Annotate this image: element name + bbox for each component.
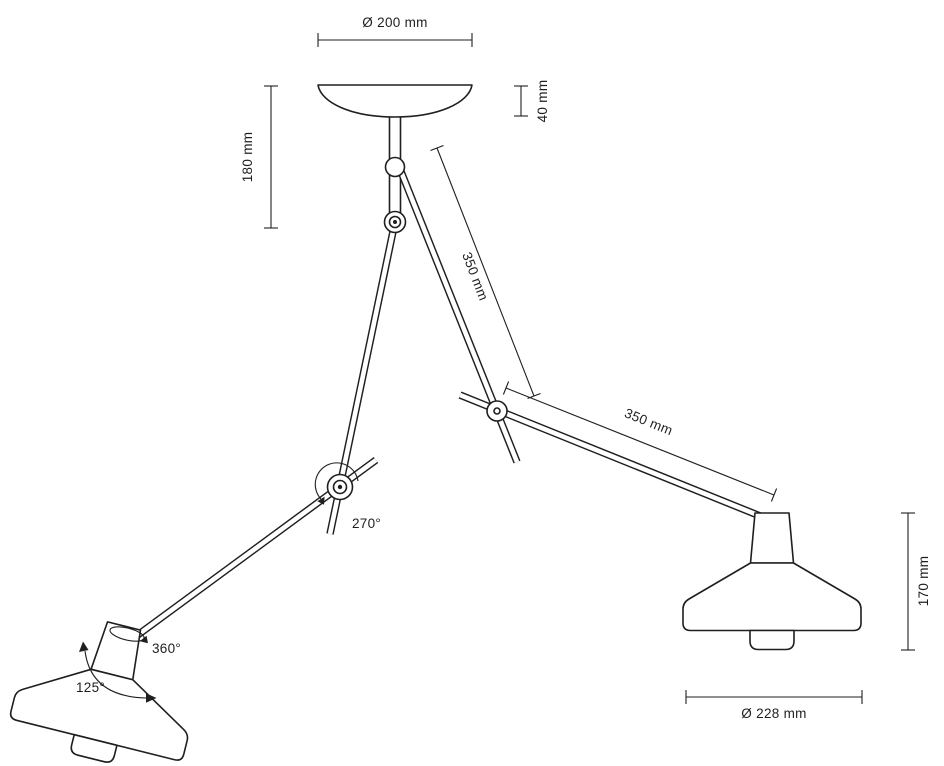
stem-lower (388, 171, 402, 217)
dim-tick (502, 381, 510, 395)
dim-label-lower-arm: 350 mm (622, 405, 675, 438)
left-lamp-head (3, 603, 212, 766)
tilt-125-label: 125° (76, 680, 105, 695)
tilt-125-arrowhead-up-icon (79, 641, 89, 652)
dim-stem-drop: 180 mm (240, 85, 278, 229)
dim-shade-diameter: Ø 228 mm (685, 690, 863, 721)
rotation-270-arrowhead-icon (317, 496, 325, 505)
dim-label-stem-drop: 180 mm (240, 132, 255, 183)
dim-tick (430, 144, 444, 152)
swivel-360-annotation: 360° (109, 626, 181, 656)
swivel-360-label: 360° (152, 641, 181, 656)
tilt-125-arrowhead-right-icon (146, 693, 157, 703)
swivel-360-arrowhead-icon (139, 635, 148, 644)
dim-label-upper-arm: 350 mm (459, 250, 491, 303)
dim-upper-arm: 350 mm (430, 144, 541, 400)
dim-line (505, 387, 775, 496)
right-lamp-head (682, 512, 862, 651)
mid-arm-joint (486, 400, 508, 422)
dim-canopy-height: 40 mm (514, 80, 550, 123)
dim-label-canopy-diameter: Ø 200 mm (362, 15, 427, 30)
tilt-125-arc (84, 650, 148, 699)
elbow-joint (326, 473, 354, 501)
arm-right-lower (458, 391, 767, 522)
dim-line (436, 147, 535, 397)
ceiling-canopy (317, 84, 473, 118)
tilt-125-annotation: 125° (76, 641, 157, 703)
rotation-270-annotation (314, 462, 359, 505)
dim-shade-height: 170 mm (901, 512, 931, 651)
stem-upper (388, 111, 402, 161)
dim-canopy-diameter: Ø 200 mm (317, 15, 473, 47)
dim-label-shade-diameter: Ø 228 mm (741, 706, 806, 721)
dim-tick (770, 488, 778, 502)
ball-joint (384, 156, 406, 178)
dim-label-canopy-height: 40 mm (535, 80, 550, 123)
dim-lower-arm: 350 mm (502, 381, 778, 502)
rotation-270-label: 270° (352, 516, 381, 531)
central-pivot-joint (383, 210, 407, 234)
rotation-270-arc (314, 462, 359, 500)
dim-label-shade-height: 170 mm (916, 556, 931, 607)
